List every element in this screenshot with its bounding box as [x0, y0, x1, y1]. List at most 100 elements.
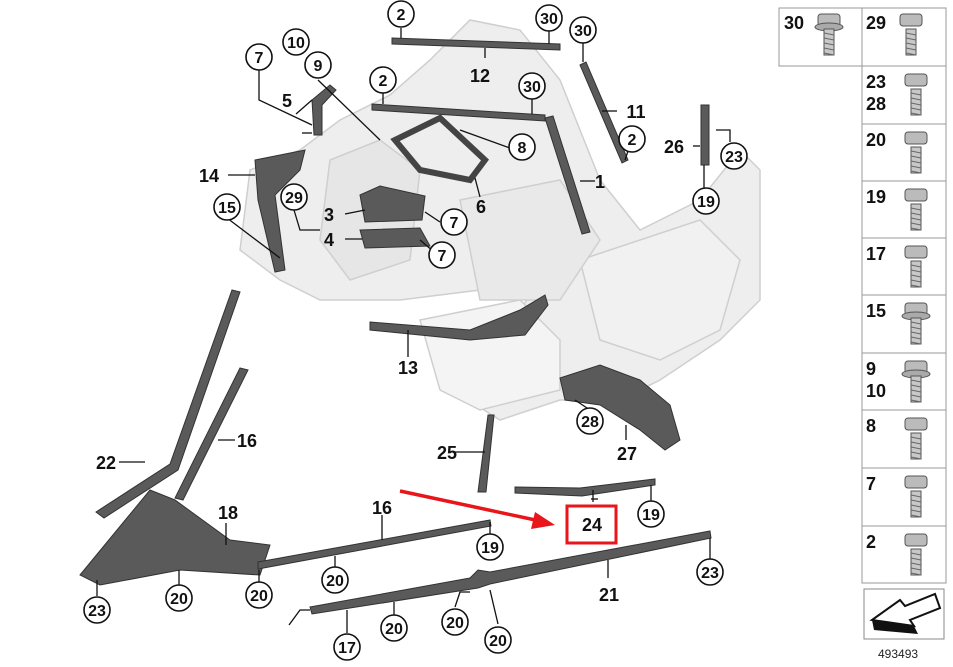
part-6-frame	[390, 114, 490, 184]
callout-label: 2	[397, 7, 406, 24]
part-27-brace	[559, 364, 681, 451]
callout-label: 20	[489, 633, 507, 650]
legend-label: 29	[866, 13, 886, 33]
part-number-label: 5	[282, 91, 292, 111]
legend-label: 7	[866, 474, 876, 494]
part-11-rod	[579, 61, 629, 164]
part-number-label: 6	[476, 197, 486, 217]
callout-label: 7	[255, 50, 264, 67]
callout-label: 10	[287, 35, 305, 52]
part-14-panel	[254, 149, 306, 273]
callout-label: 17	[338, 640, 356, 657]
callout-circle: 2	[369, 66, 397, 94]
part-25-rod	[477, 414, 495, 493]
flange-nut-icon	[901, 360, 931, 403]
hex-bolt-icon	[899, 13, 923, 56]
callout-label: 23	[725, 149, 743, 166]
callout-circle: 19	[476, 533, 504, 561]
callout-circle: 2	[618, 125, 646, 153]
callout-label: 2	[379, 73, 388, 90]
callout-label: 29	[285, 190, 303, 207]
callout-circle: 20	[165, 584, 193, 612]
callout-label: 23	[88, 603, 106, 620]
callout-circle: 23	[696, 558, 724, 586]
callout-label: 28	[581, 414, 599, 431]
callout-circle: 2	[387, 0, 415, 28]
torx-screw-icon	[904, 73, 928, 116]
legend-label: 17	[866, 244, 886, 264]
part-number-label: 11	[626, 102, 645, 122]
callout-circle: 19	[637, 500, 665, 528]
part-13-strut	[369, 294, 549, 341]
part-26-rod	[700, 104, 710, 166]
callout-circle: 15	[213, 193, 241, 221]
legend-label: 28	[866, 94, 886, 114]
figure-id: 493493	[878, 647, 918, 661]
callout-circle: 30	[518, 72, 546, 100]
part-number-label: 22	[96, 453, 116, 473]
part-number-label: 12	[470, 66, 490, 86]
callout-label: 2	[628, 132, 637, 149]
torx-pan-screw-icon	[904, 475, 928, 518]
part-number-label: 1	[595, 172, 605, 192]
parts-group	[79, 37, 712, 615]
legend-label: 10	[866, 381, 886, 401]
direction-arrow-box	[863, 588, 945, 640]
direction-arrow-icon	[869, 592, 942, 628]
part-number-label: 16	[237, 431, 257, 451]
part-12-strut	[391, 37, 561, 51]
callout-circle: 9	[304, 51, 332, 79]
hex-bolt-icon	[904, 131, 928, 174]
part-3-bracket	[359, 185, 426, 223]
legend-label: 23	[866, 72, 886, 92]
callout-circle: 30	[569, 16, 597, 44]
callout-circle: 29	[280, 183, 308, 211]
callout-label: 19	[697, 194, 715, 211]
callout-circle: 28	[576, 407, 604, 435]
callout-label: 30	[540, 11, 558, 28]
callout-circle: 10	[282, 28, 310, 56]
highlight-arrow	[399, 489, 555, 529]
part-1-strut	[544, 115, 591, 235]
torx-screw-icon	[904, 245, 928, 288]
callout-circle: 20	[441, 608, 469, 636]
part-number-label: 16	[372, 498, 392, 518]
callout-circle: 30	[535, 4, 563, 32]
part-number-label: 25	[437, 443, 457, 463]
part-number-label: 24	[582, 515, 602, 535]
callout-circle: 20	[380, 614, 408, 642]
callout-circle: 23	[83, 596, 111, 624]
callout-label: 7	[438, 248, 447, 265]
callout-label: 8	[518, 140, 527, 157]
callout-label: 30	[574, 23, 592, 40]
callout-circle: 7	[245, 43, 273, 71]
part-number-label: 3	[324, 205, 334, 225]
part-number-label: 4	[324, 230, 334, 250]
callout-label: 7	[450, 215, 459, 232]
callout-label: 30	[523, 79, 541, 96]
part-18-plate	[79, 489, 271, 586]
legend-label: 20	[866, 130, 886, 150]
callout-circle: 8	[508, 133, 536, 161]
legend-label: 15	[866, 301, 886, 321]
callout-circle: 7	[428, 241, 456, 269]
part-24-bar	[514, 478, 656, 497]
legend-label: 8	[866, 416, 876, 436]
callout-label: 20	[170, 591, 188, 608]
part-number-label: 18	[218, 503, 238, 523]
part-number-label: 27	[617, 444, 637, 464]
callout-label: 20	[250, 588, 268, 605]
car-body-outline	[239, 19, 761, 421]
callout-circle: 20	[484, 626, 512, 654]
callout-circle: 19	[692, 187, 720, 215]
callout-label: 19	[481, 540, 499, 557]
callout-circle: 17	[333, 633, 361, 661]
part-number-label: 21	[599, 585, 619, 605]
callout-circle: 23	[720, 142, 748, 170]
legend-label: 2	[866, 532, 876, 552]
part-21-bar	[309, 530, 712, 615]
flange-nut-bolt-icon	[901, 302, 931, 345]
